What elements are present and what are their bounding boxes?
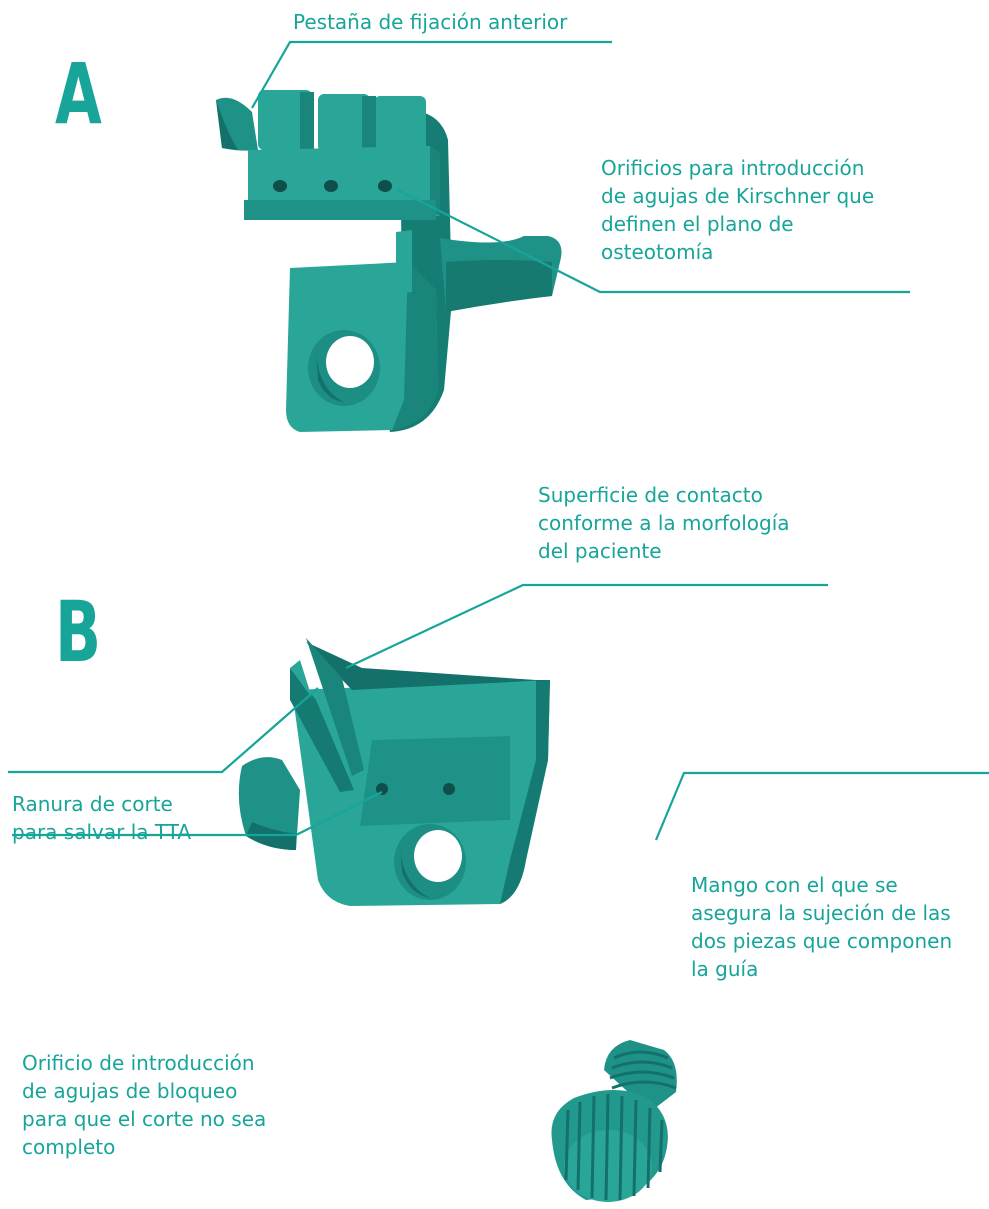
label-line: dos piezas que componen (691, 929, 953, 953)
label-anterior-tab: Pestaña de fijación anterior (293, 10, 568, 34)
label-line: para que el corte no sea (22, 1107, 267, 1131)
label-line: Mango con el que se (691, 873, 898, 897)
label-line: conforme a la morfología (538, 511, 790, 535)
label-line: completo (22, 1135, 116, 1159)
label-line: de agujas de Kirschner que (601, 184, 875, 208)
label-line: Ranura de corte (12, 792, 173, 816)
label-line: osteotomía (601, 240, 714, 264)
label-line: Superficie de contacto (538, 483, 763, 507)
leader-kirschner-holes (397, 189, 910, 294)
label-line: de agujas de bloqueo (22, 1079, 238, 1103)
label-line: para salvar la TTA (12, 820, 192, 844)
leader-anterior-tab (251, 40, 612, 109)
panel-a-letter: A (55, 45, 102, 143)
label-line: del paciente (538, 539, 662, 563)
leader-blocking-hole (12, 791, 383, 837)
label-contact-surface: Superficie de contacto conforme a la mor… (538, 481, 790, 565)
label-kirschner-holes: Orificios para introducción de agujas de… (601, 154, 874, 266)
label-line: Orificio de introducción (22, 1051, 255, 1075)
leader-handle (654, 771, 989, 841)
label-line: asegura la sujeción de las (691, 901, 951, 925)
leader-contact-surface (345, 583, 828, 669)
panel-b-letter: B (55, 583, 102, 681)
handle-knob (551, 1040, 677, 1202)
label-handle: Mango con el que se asegura la sujeción … (691, 871, 952, 983)
label-cutting-slot: Ranura de corte para salvar la TTA (12, 790, 191, 846)
label-line: definen el plano de (601, 212, 794, 236)
label-blocking-hole: Orificio de introducción de agujas de bl… (22, 1049, 266, 1161)
guide-part-a (216, 90, 562, 432)
label-line: Orificios para introducción (601, 156, 865, 180)
label-line: la guía (691, 957, 759, 981)
guide-part-b (238, 638, 550, 906)
leader-cutting-slot (8, 687, 319, 774)
leader-lines (8, 40, 989, 841)
